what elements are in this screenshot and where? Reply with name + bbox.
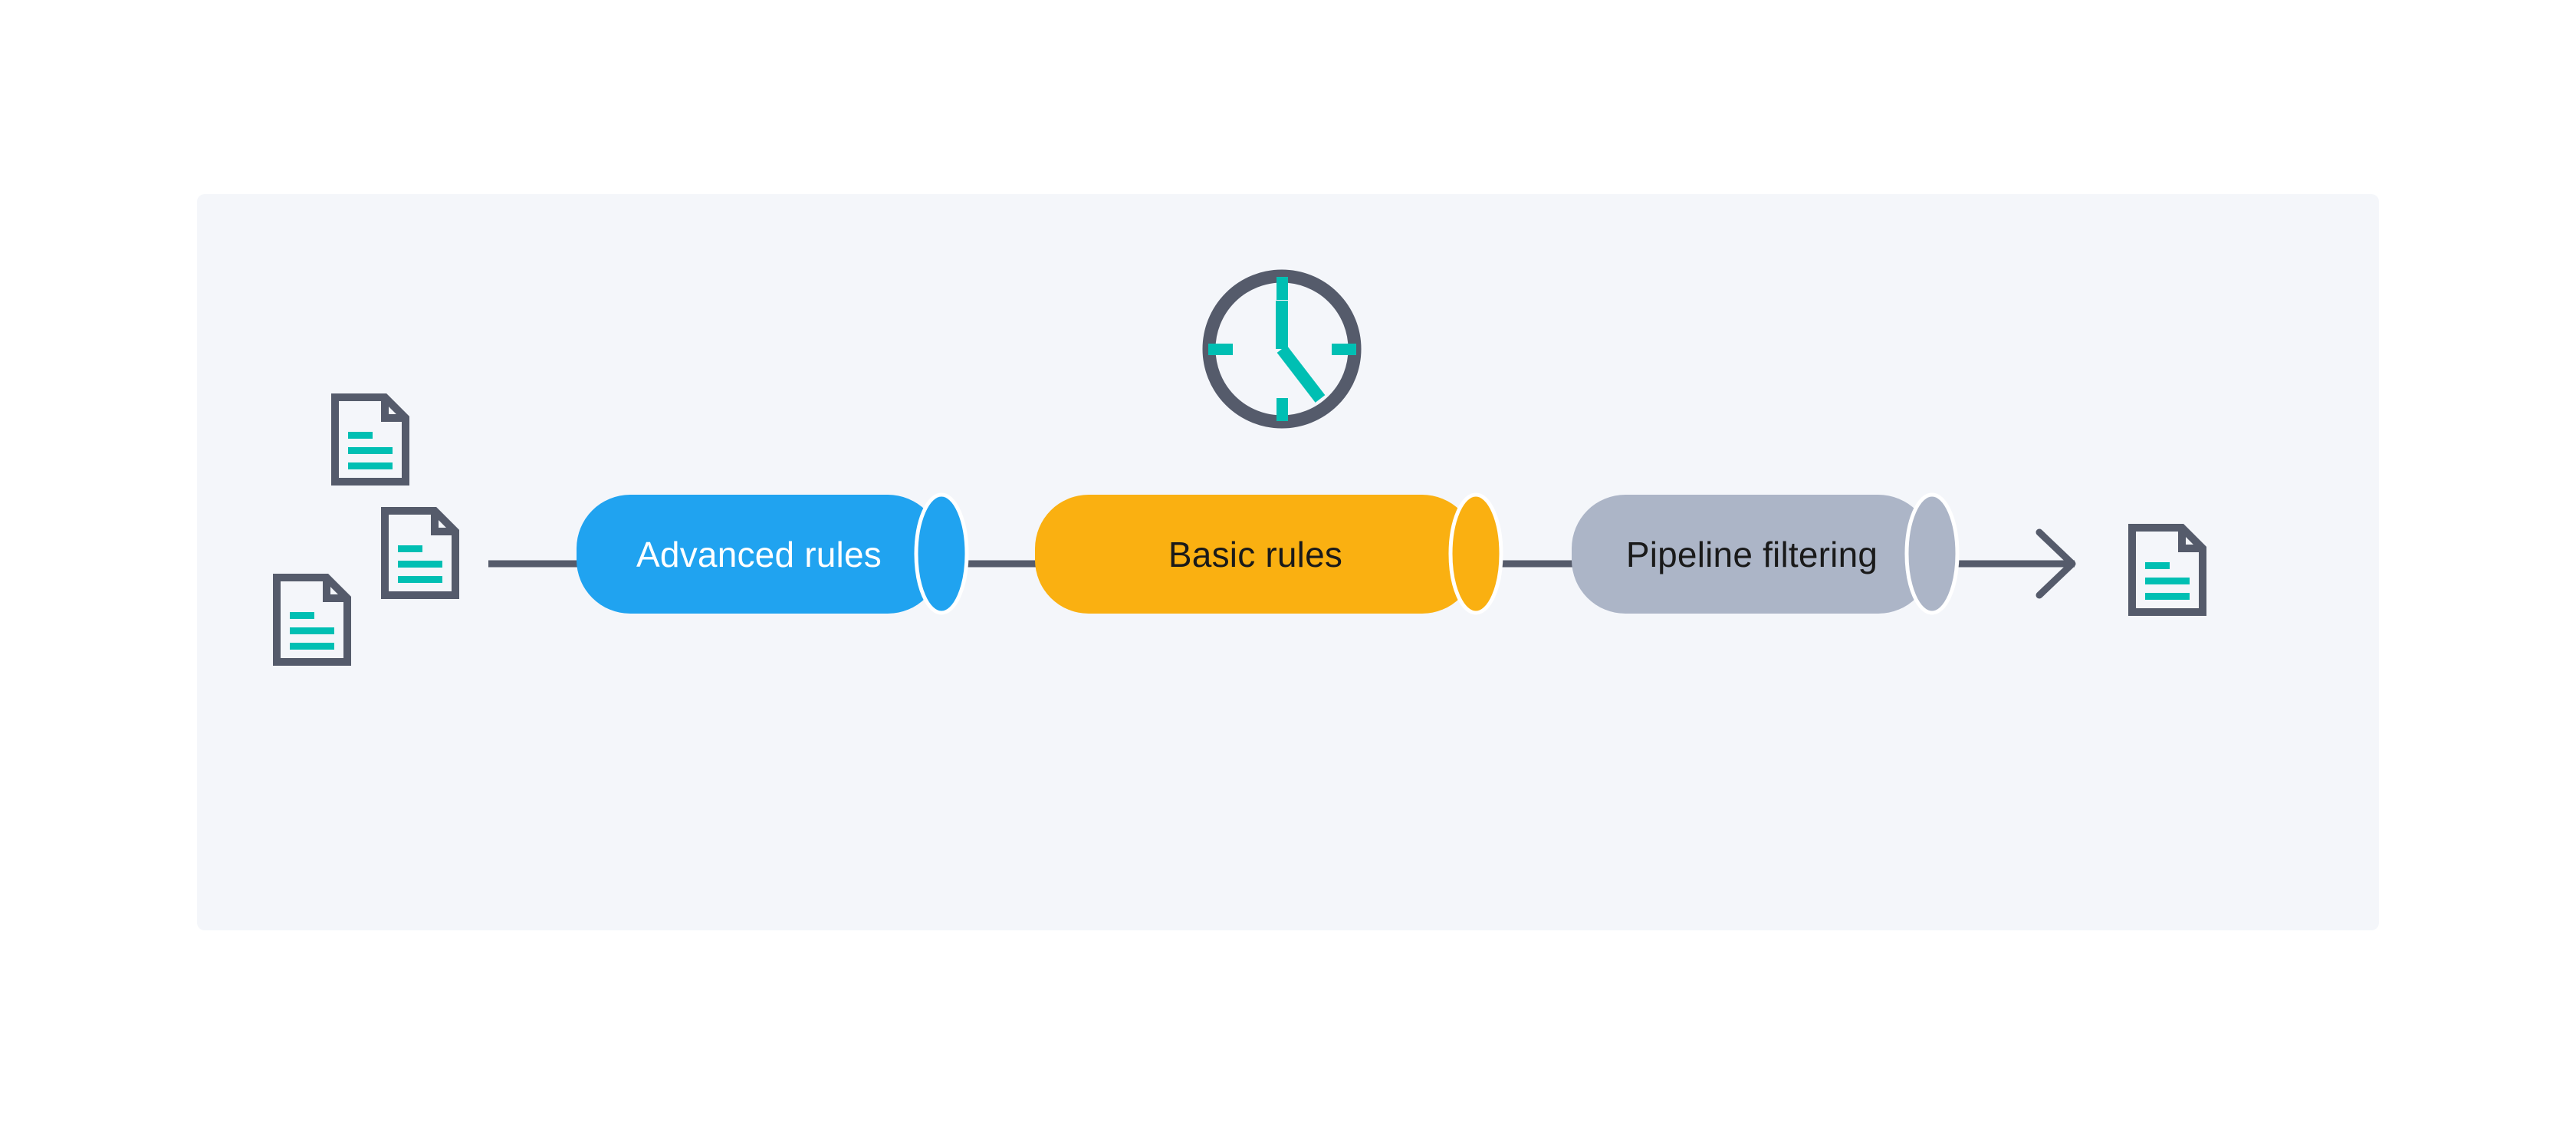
stage-pipeline-filtering-body	[1572, 495, 1932, 614]
stage-basic-rules-cap	[1448, 492, 1503, 615]
stage-advanced-rules-cap	[914, 492, 969, 615]
stage-basic-rules[interactable]	[1035, 492, 1503, 615]
clock-icon	[1202, 269, 1362, 429]
stage-advanced-rules[interactable]	[577, 492, 969, 615]
arrow-head-icon	[2036, 528, 2076, 599]
stage-advanced-rules-body	[577, 495, 941, 614]
stage-pipeline-filtering[interactable]	[1572, 492, 1960, 615]
clock-tick-12	[1276, 277, 1288, 300]
input-document-icon-3	[277, 578, 347, 662]
input-document-icon-1	[335, 397, 406, 482]
output-document-icon	[2132, 528, 2203, 612]
stage-pipeline-filtering-cap	[1904, 492, 1960, 615]
clock-tick-9	[1208, 344, 1233, 355]
stage-basic-rules-body	[1035, 495, 1476, 614]
input-document-icon-2	[385, 511, 455, 595]
clock-minute-hand	[1276, 345, 1326, 403]
clock-tick-3	[1332, 344, 1356, 355]
clock-tick-6	[1276, 398, 1288, 421]
